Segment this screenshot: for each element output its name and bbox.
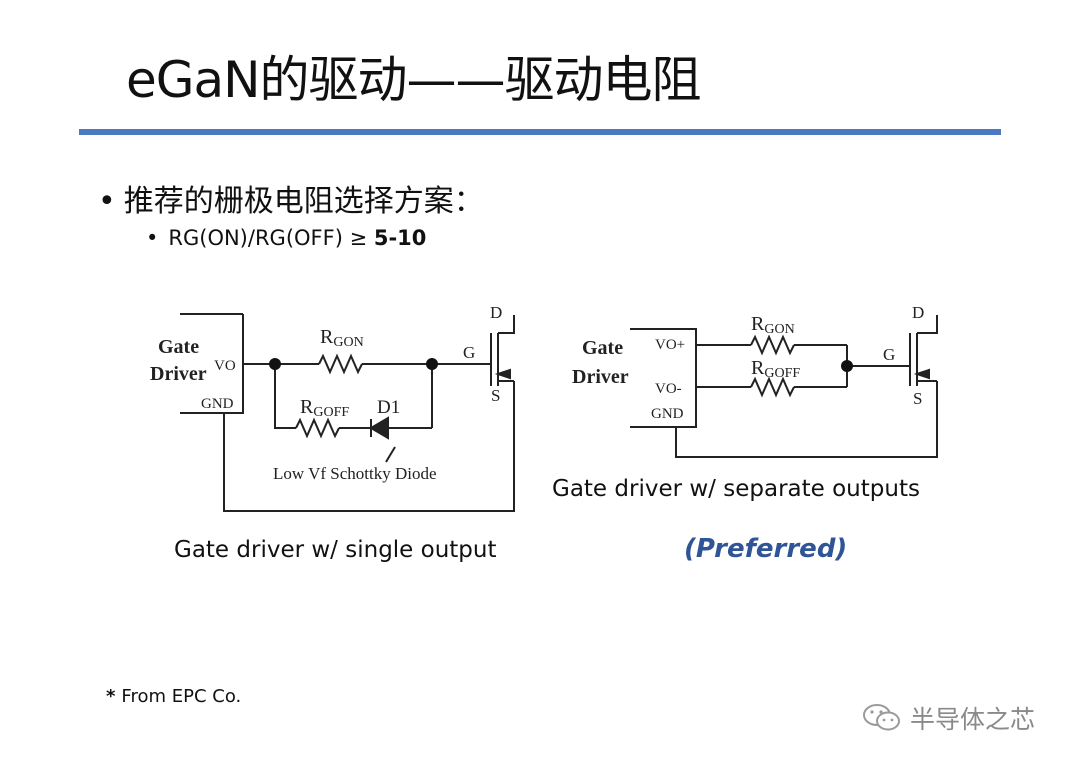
caption-single-output: Gate driver w/ single output (174, 537, 497, 563)
footnote: *From EPC Co. (106, 686, 241, 707)
gate-driver-box-left (180, 314, 244, 414)
gate-terminal-right: G (883, 345, 895, 364)
sub-bullet-mark: • (146, 226, 159, 250)
node-gate-left (426, 358, 438, 370)
watermark-text: 半导体之芯 (910, 705, 1036, 734)
rgoff-label-left: RGOFF (300, 396, 349, 420)
rgon-resistor-right (750, 334, 795, 356)
rgoff-resistor-right (750, 376, 795, 398)
title-divider (79, 129, 1001, 135)
rgoff-resistor-left (295, 417, 340, 439)
diode-pointer (385, 446, 396, 463)
drain-terminal-right: D (912, 303, 924, 322)
driver-label-driver-right: Driver (572, 366, 629, 388)
source-terminal-left: S (491, 386, 500, 405)
driver-label-driver-left: Driver (150, 363, 207, 385)
ratio-value: 5-10 (373, 226, 427, 250)
node-gate-right (841, 360, 853, 372)
gnd-pin-label-right: GND (651, 406, 684, 422)
footnote-text: From EPC Co. (121, 686, 242, 707)
gate-driver-box-right (630, 328, 697, 428)
bullet-gate-resistor-scheme: •推荐的栅极电阻选择方案： (98, 176, 484, 220)
gnd-pin-label-left: GND (201, 396, 234, 412)
wechat-icon (863, 704, 900, 731)
bullet-mark: • (98, 184, 116, 219)
driver-label-gate-right: Gate (582, 337, 623, 359)
rgon-label-right: RGON (751, 313, 795, 337)
rgon-label-left: RGON (320, 326, 364, 350)
sub-bullet-ratio: • RG(ON)/RG(OFF) ≥ 5-10 (146, 226, 426, 250)
rgoff-label-right: RGOFF (751, 357, 800, 381)
slide-title: eGaN的驱动——驱动电阻 (126, 51, 702, 109)
vo-plus-pin-label: VO+ (655, 337, 685, 353)
vo-pin-label: VO (214, 358, 236, 374)
caption-separate-outputs: Gate driver w/ separate outputs (552, 476, 920, 502)
diode-note: Low Vf Schottky Diode (273, 464, 437, 483)
footnote-star: * (106, 686, 116, 707)
driver-label-gate-left: Gate (158, 336, 199, 358)
ratio-text: RG(ON)/RG(OFF) ≥ (168, 226, 374, 250)
preferred-label: (Preferred) (684, 534, 848, 564)
node-vo-left (269, 358, 281, 370)
watermark: 半导体之芯 (862, 700, 1035, 736)
rgon-resistor-left (318, 353, 363, 375)
drain-terminal-left: D (490, 303, 502, 322)
diode-label: D1 (377, 397, 400, 418)
vo-minus-pin-label: VO- (655, 381, 682, 397)
gate-terminal-left: G (463, 343, 475, 362)
bullet-text: 推荐的栅极电阻选择方案： (123, 184, 484, 219)
source-terminal-right: S (913, 389, 922, 408)
